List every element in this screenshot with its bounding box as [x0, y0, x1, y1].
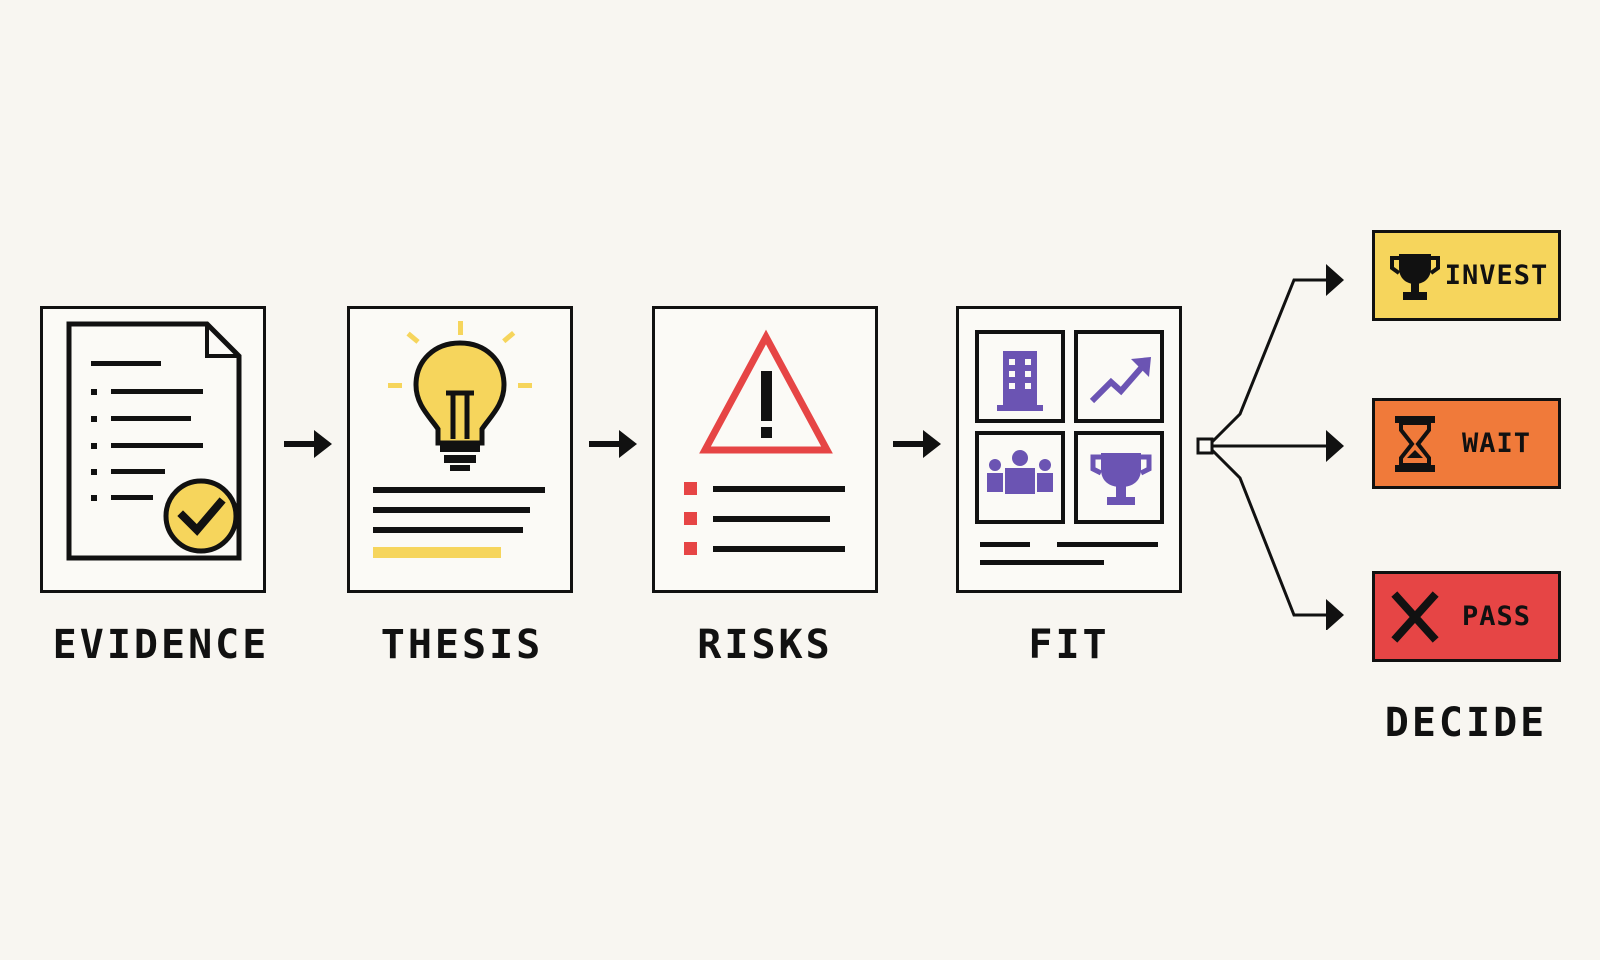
- branch-connector: [1196, 264, 1344, 630]
- arrow-right-icon: [589, 430, 637, 458]
- team-icon: [987, 450, 1053, 494]
- hourglass-icon: [1395, 415, 1435, 472]
- arrow-right-icon: [284, 430, 332, 458]
- outcome-wait: WAIT: [1372, 398, 1561, 489]
- fit-grid-icon: [975, 330, 1164, 565]
- trophy-icon: [1390, 253, 1440, 300]
- step-label-fit: FIT: [1028, 622, 1110, 668]
- arrow-right-icon: [893, 430, 941, 458]
- step-label-evidence: EVIDENCE: [52, 622, 270, 668]
- x-mark-icon: [1391, 590, 1439, 643]
- trophy-icon: [1090, 453, 1152, 505]
- decide-label: DECIDE: [1384, 700, 1548, 746]
- building-icon: [997, 351, 1043, 411]
- risks-card: [652, 306, 878, 593]
- step-label-risks: RISKS: [697, 622, 833, 668]
- outcome-invest: INVEST: [1372, 230, 1561, 321]
- evidence-card: [40, 306, 266, 593]
- outcome-pass: PASS: [1372, 571, 1561, 662]
- step-label-thesis: THESIS: [380, 622, 544, 668]
- fit-card: [956, 306, 1182, 593]
- outcome-label-wait: WAIT: [1461, 428, 1532, 459]
- trend-up-icon: [1089, 357, 1151, 404]
- outcome-label-invest: INVEST: [1444, 260, 1549, 291]
- document-check-icon: [66, 321, 242, 561]
- outcome-label-pass: PASS: [1461, 601, 1532, 632]
- warning-triangle-icon: [684, 329, 845, 555]
- thesis-card: [347, 306, 573, 593]
- lightbulb-icon: [373, 321, 545, 558]
